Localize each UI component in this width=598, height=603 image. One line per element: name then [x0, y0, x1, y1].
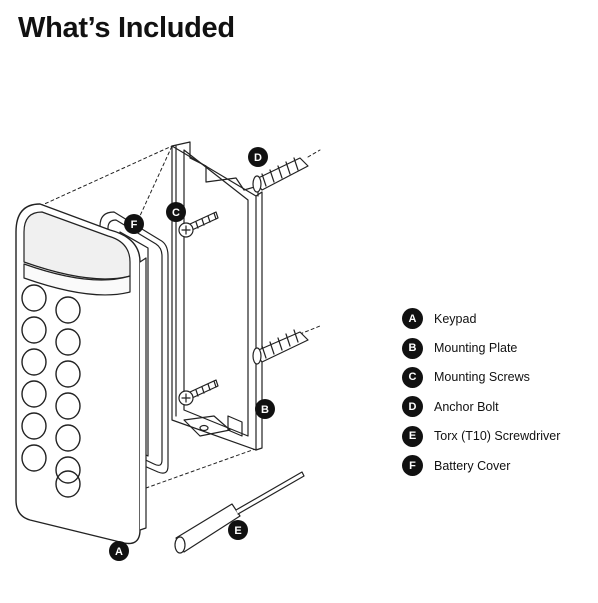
callout-d: D — [248, 147, 268, 167]
legend-badge: F — [402, 455, 423, 477]
callout-a: A — [109, 541, 129, 561]
legend-label: Anchor Bolt — [434, 399, 499, 414]
torx-screwdriver — [174, 471, 305, 554]
legend-badge: C — [402, 366, 423, 388]
legend-badge: A — [402, 308, 423, 330]
callout-f: F — [124, 214, 144, 234]
legend-label: Keypad — [434, 311, 477, 326]
legend-label: Mounting Plate — [434, 341, 518, 356]
callout-e: E — [228, 520, 248, 540]
legend-badge: D — [402, 396, 423, 418]
keypad-buttons — [21, 284, 81, 498]
keypad — [15, 203, 147, 545]
legend-label: Mounting Screws — [434, 370, 530, 385]
legend-badge: B — [402, 337, 423, 359]
legend-item-mounting-screws: C Mounting Screws — [402, 363, 560, 392]
legend: A Keypad B Mounting Plate C Mounting Scr… — [402, 304, 560, 480]
anchor-bolt-upper — [252, 157, 309, 193]
svg-text:B: B — [261, 404, 269, 416]
legend-item-torx-screwdriver: E Torx (T10) Screwdriver — [402, 422, 560, 451]
mounting-screw-upper — [178, 211, 219, 238]
legend-label: Battery Cover — [434, 458, 511, 473]
svg-text:A: A — [115, 546, 123, 558]
svg-text:D: D — [254, 152, 262, 164]
svg-text:E: E — [234, 525, 241, 537]
legend-label: Torx (T10) Screwdriver — [434, 429, 561, 444]
callout-c: C — [166, 202, 186, 222]
legend-item-anchor-bolt: D Anchor Bolt — [402, 392, 560, 421]
svg-text:F: F — [131, 219, 138, 231]
svg-text:C: C — [172, 207, 180, 219]
legend-badge: E — [402, 425, 423, 447]
callout-b: B — [255, 399, 275, 419]
legend-item-mounting-plate: B Mounting Plate — [402, 333, 560, 362]
legend-item-keypad: A Keypad — [402, 304, 560, 333]
anchor-bolt-lower — [252, 329, 309, 365]
legend-item-battery-cover: F Battery Cover — [402, 451, 560, 480]
mounting-screw-lower — [178, 379, 219, 406]
page-title: What’s Included — [18, 12, 235, 44]
